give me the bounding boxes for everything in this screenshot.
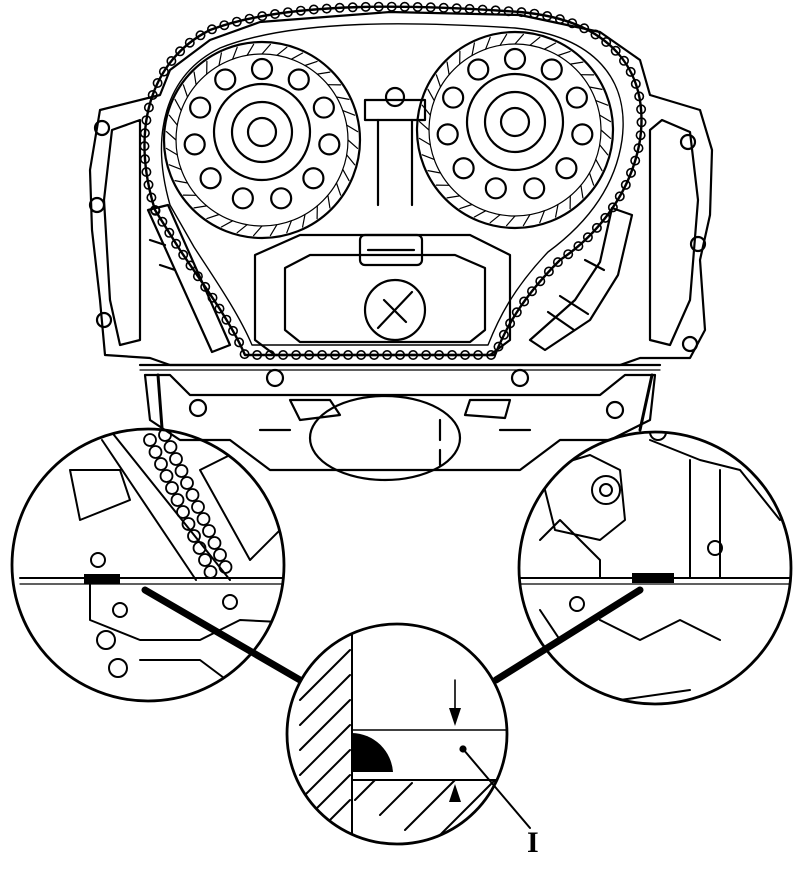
- left-detail-magnifier: [10, 427, 286, 703]
- sealant-bead: [352, 733, 393, 772]
- callout-leader-line: [462, 748, 531, 829]
- engine-front-cover: [88, 10, 714, 367]
- right-camshaft-sprocket: [415, 30, 615, 230]
- callout-label: I: [527, 826, 539, 859]
- timing-chain: [139, 1, 647, 360]
- hatch-horizontal-part: [354, 779, 507, 844]
- center-cover-plate: [253, 233, 512, 357]
- engine-block: [138, 363, 662, 482]
- left-camshaft-sprocket: [162, 40, 362, 240]
- bottom-detail-magnifier: [285, 622, 531, 846]
- chain-tensioner: [528, 206, 634, 352]
- right-detail-magnifier: [517, 430, 793, 706]
- chain-guide-left: [146, 203, 232, 354]
